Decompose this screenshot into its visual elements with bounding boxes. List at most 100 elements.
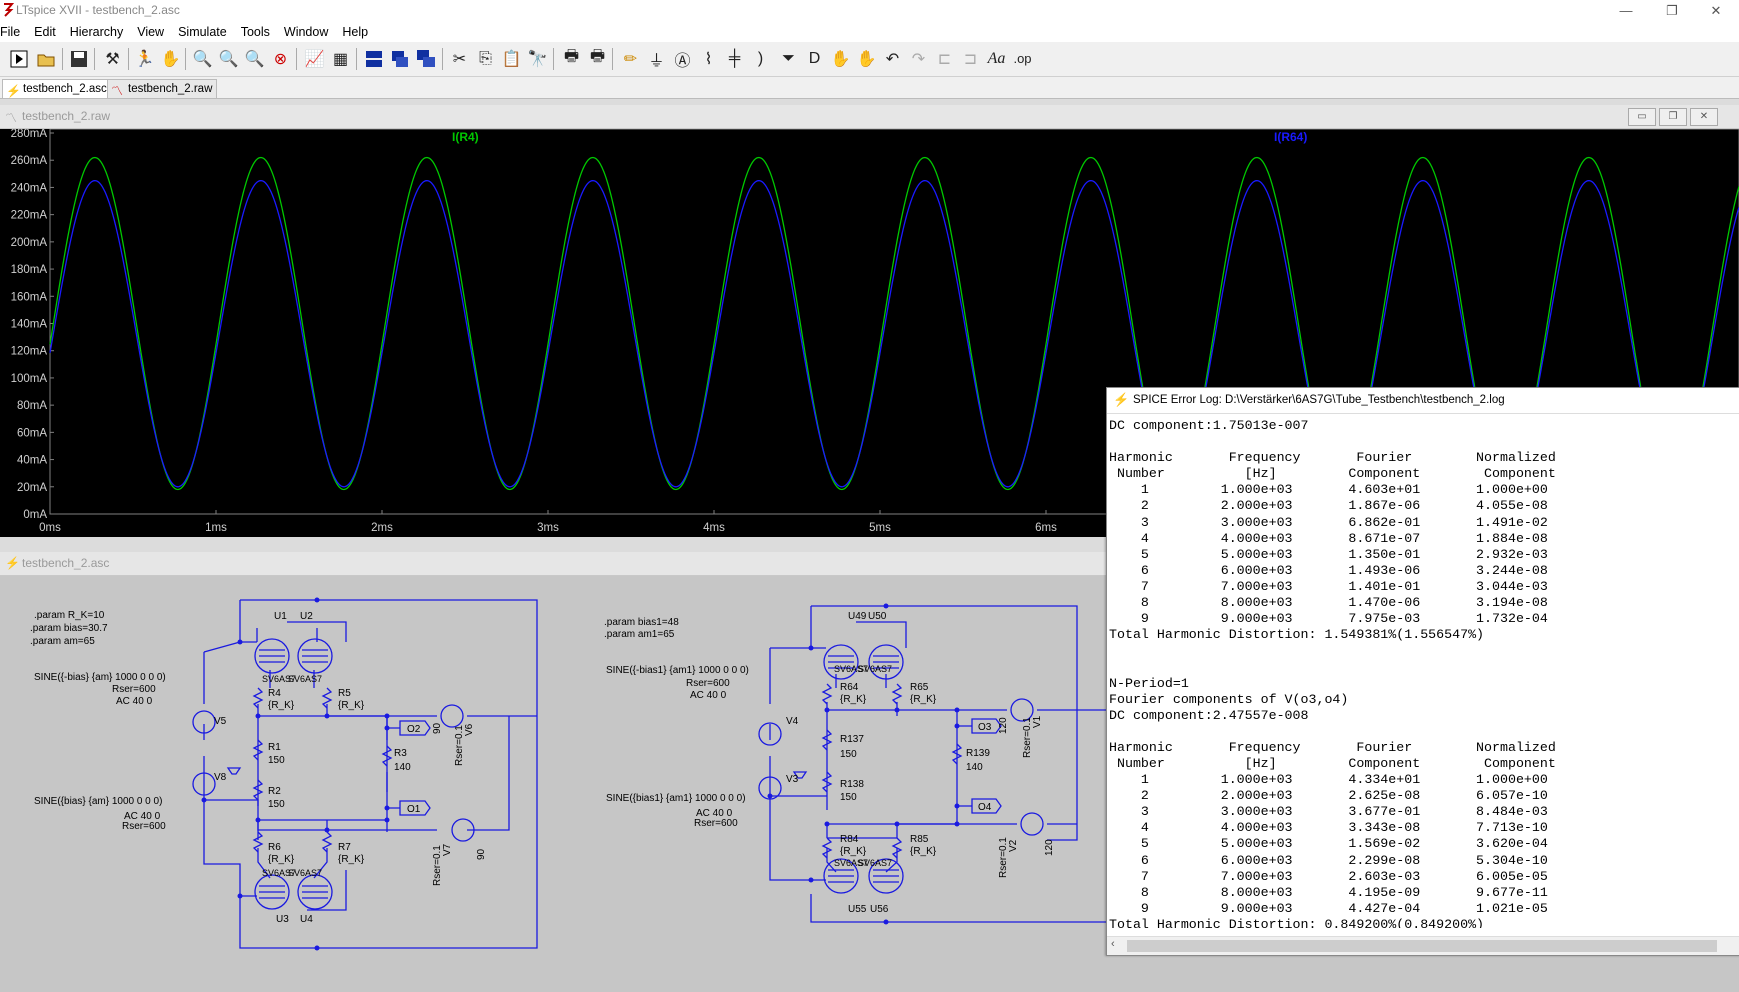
right-src1-ac[interactable]: AC 40 0 — [690, 690, 727, 701]
label-r3-value[interactable]: 140 — [394, 762, 411, 773]
save-icon[interactable] — [66, 46, 91, 71]
left-src1-sine[interactable]: SINE({-bias} {am} 1000 0 0 0) — [34, 672, 166, 683]
inductor-icon[interactable]: ) — [757, 49, 764, 67]
mirror-icon[interactable]: ⊐ — [963, 50, 978, 68]
waveform-minimize-button[interactable]: ▭ — [1628, 108, 1656, 126]
label-r5-value[interactable]: {R_K} — [338, 700, 365, 711]
label-r64-value[interactable]: {R_K} — [840, 694, 867, 705]
label-r4[interactable]: R4 — [268, 688, 281, 699]
ground-icon[interactable]: ⏚ — [648, 52, 665, 70]
label-v4[interactable]: V4 — [786, 716, 799, 727]
rotate-icon[interactable]: ⊏ — [937, 50, 952, 68]
trace-label-ir4[interactable]: I(R4) — [452, 130, 479, 144]
menu-simulate[interactable]: Simulate — [178, 25, 227, 39]
trace-label-ir64[interactable]: I(R64) — [1274, 130, 1307, 144]
label-v8[interactable]: V8 — [214, 772, 227, 783]
left-src2-rser[interactable]: Rser=600 — [122, 821, 166, 832]
label-u50-model[interactable]: SV6AS7 — [858, 664, 892, 674]
label-r6[interactable]: R6 — [268, 842, 281, 853]
label-v7[interactable]: V7 — [442, 843, 453, 856]
resistor-icon[interactable]: ⌇ — [704, 50, 713, 68]
zoom-full-icon[interactable]: 🔍 — [218, 50, 239, 68]
label-r84-value[interactable]: {R_K} — [840, 846, 867, 857]
label-r84[interactable]: R84 — [840, 834, 859, 845]
label-v3[interactable]: V3 — [786, 774, 799, 785]
menu-view[interactable]: View — [137, 25, 165, 39]
label-r138-value[interactable]: 150 — [840, 792, 857, 803]
scroll-left-icon[interactable]: ‹ — [1111, 938, 1115, 950]
tab-waveform[interactable]: 〽 testbench_2.raw — [107, 79, 218, 98]
label-u55[interactable]: U55 — [848, 904, 867, 915]
label-r138[interactable]: R138 — [840, 779, 864, 790]
label-v2[interactable]: V2 — [1008, 839, 1019, 852]
spice-directive-icon[interactable]: .op — [1013, 51, 1032, 66]
right-src1-rser[interactable]: Rser=600 — [686, 678, 730, 689]
run-icon[interactable] — [6, 46, 31, 71]
paste-icon[interactable]: 📋 — [501, 50, 522, 68]
control-panel-icon[interactable]: ⚒ — [105, 50, 120, 68]
label-r3[interactable]: R3 — [394, 748, 407, 759]
left-src2-ac[interactable]: AC 40 0 — [124, 811, 161, 822]
left-src2-sine[interactable]: SINE({bias} {am} 1000 0 0 0) — [34, 796, 162, 807]
print-preview-icon[interactable]: 🖶 — [589, 48, 606, 65]
find-icon[interactable]: 🔭 — [527, 50, 548, 68]
label-u50[interactable]: U50 — [868, 611, 887, 622]
waveform-plot-svg[interactable]: 0mA20mA40mA60mA80mA100mA120mA140mA160mA1… — [0, 128, 1739, 537]
label-r65[interactable]: R65 — [910, 682, 929, 693]
draw-wire-icon[interactable]: ✏ — [623, 50, 638, 68]
label-u4-model[interactable]: SV6AS7 — [288, 868, 322, 878]
label-u56[interactable]: U56 — [870, 904, 889, 915]
menu-window[interactable]: Window — [283, 25, 329, 39]
scroll-thumb[interactable] — [1127, 940, 1717, 952]
label-r137-value[interactable]: 150 — [840, 749, 857, 760]
label-r1-value[interactable]: 150 — [268, 755, 285, 766]
tile-horizontal-icon[interactable] — [361, 46, 386, 71]
right-src2-rser[interactable]: Rser=600 — [694, 818, 738, 829]
waveform-maximize-button[interactable]: ❐ — [1659, 108, 1687, 126]
zoom-in-icon[interactable]: 🔍 — [192, 50, 213, 68]
label-u56-model[interactable]: SV6AS7 — [858, 858, 892, 868]
label-u3-model[interactable]: SV6AS7 — [262, 868, 296, 878]
cascade-icon[interactable] — [413, 46, 438, 71]
label-v6[interactable]: V6 — [464, 723, 475, 736]
autorange-icon[interactable]: ⊗ — [273, 50, 288, 68]
label-u1-model[interactable]: SV6AS7 — [262, 674, 296, 684]
label-r65-value[interactable]: {R_K} — [910, 694, 937, 705]
tab-schematic[interactable]: ⚡ testbench_2.asc — [2, 79, 112, 98]
schematic-svg[interactable]: .param R_K=10 .param bias=30.7 .param am… — [0, 576, 1739, 992]
label-o4[interactable]: O4 — [978, 802, 992, 813]
left-src1-ac[interactable]: AC 40 0 — [116, 696, 153, 707]
menu-edit[interactable]: Edit — [34, 25, 56, 39]
left-src1-rser[interactable]: Rser=600 — [112, 684, 156, 695]
label-r2[interactable]: R2 — [268, 786, 281, 797]
diode-icon[interactable]: ⏷ — [782, 49, 795, 67]
menu-tools[interactable]: Tools — [240, 25, 270, 39]
label-u55-model[interactable]: SV6AS7 — [834, 858, 868, 868]
label-v2-value[interactable]: 120 — [1044, 839, 1055, 856]
tile-vertical-icon[interactable] — [387, 46, 412, 71]
log-horizontal-scrollbar[interactable]: ‹ — [1107, 936, 1739, 955]
label-u3[interactable]: U3 — [276, 914, 289, 925]
label-v2-rser[interactable]: Rser=0.1 — [998, 837, 1009, 878]
label-v5[interactable]: V5 — [214, 716, 227, 727]
label-r7[interactable]: R7 — [338, 842, 351, 853]
label-o1[interactable]: O1 — [407, 804, 421, 815]
label-o3[interactable]: O3 — [978, 722, 992, 733]
undo-icon[interactable]: ↶ — [885, 50, 900, 68]
label-v1-value[interactable]: 120 — [998, 717, 1009, 734]
menu-help[interactable]: Help — [342, 25, 369, 39]
label-r1[interactable]: R1 — [268, 742, 281, 753]
right-src2-sine[interactable]: SINE({bias1} {am1} 1000 0 0 0) — [606, 793, 746, 804]
label-v1-rser[interactable]: Rser=0.1 — [1022, 717, 1033, 758]
label-u49[interactable]: U49 — [848, 611, 867, 622]
open-icon[interactable] — [34, 46, 59, 71]
component-icon[interactable]: D — [808, 49, 821, 67]
right-src2-ac[interactable]: AC 40 0 — [696, 808, 733, 819]
label-r7-value[interactable]: {R_K} — [338, 854, 365, 865]
label-u1[interactable]: U1 — [274, 611, 287, 622]
label-r5[interactable]: R5 — [338, 688, 351, 699]
print-icon[interactable]: 🖶 — [563, 48, 580, 65]
label-u4[interactable]: U4 — [300, 914, 313, 925]
trace-ir64[interactable] — [49, 179, 1739, 488]
label-r4-value[interactable]: {R_K} — [268, 700, 295, 711]
